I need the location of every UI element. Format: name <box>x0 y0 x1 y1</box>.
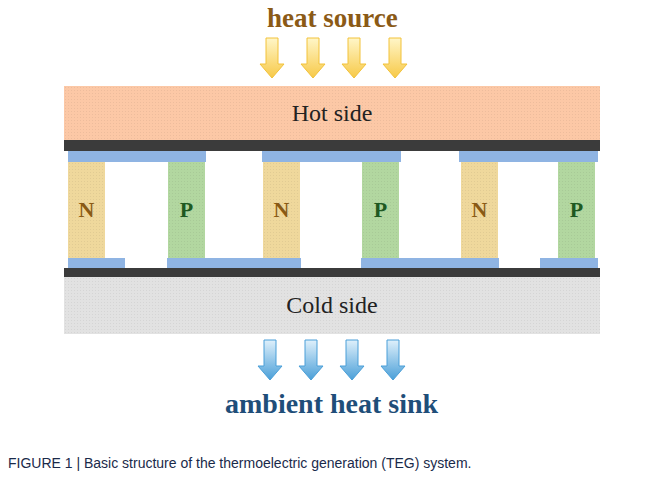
node-label: Cold side <box>286 292 377 319</box>
flow-arrow <box>258 340 282 380</box>
flow-arrow <box>260 38 284 78</box>
electrodes <box>68 151 598 268</box>
flow-arrow <box>342 38 366 78</box>
n-type-leg: N <box>68 162 105 258</box>
node-label: P <box>180 197 193 223</box>
node-label: Hot side <box>292 100 373 127</box>
flow-arrow <box>381 340 405 380</box>
figure-caption: FIGURE 1 | Basic structure of the thermo… <box>8 455 642 471</box>
cold-side-plate: Cold side <box>64 277 600 334</box>
p-type-leg: P <box>168 162 205 258</box>
p-type-leg: P <box>362 162 399 258</box>
p-type-leg: P <box>558 162 595 258</box>
node-label: N <box>79 197 95 223</box>
node-label: N <box>274 197 290 223</box>
flow-arrow <box>301 38 325 78</box>
sink-arrows <box>258 340 405 380</box>
heat-sink-label: ambient heat sink <box>225 390 438 418</box>
insulating-plate <box>64 268 600 277</box>
heat-arrows <box>260 38 407 78</box>
insulating-plate <box>64 140 600 151</box>
flow-arrow <box>340 340 364 380</box>
heat-source-label: heat source <box>267 5 398 32</box>
flow-arrow <box>299 340 323 380</box>
node-label: P <box>374 197 387 223</box>
node-label: P <box>570 197 583 223</box>
node-label: N <box>472 197 488 223</box>
n-type-leg: N <box>461 162 498 258</box>
hot-side-plate: Hot side <box>64 86 600 140</box>
n-type-leg: N <box>263 162 300 258</box>
flow-arrow <box>383 38 407 78</box>
